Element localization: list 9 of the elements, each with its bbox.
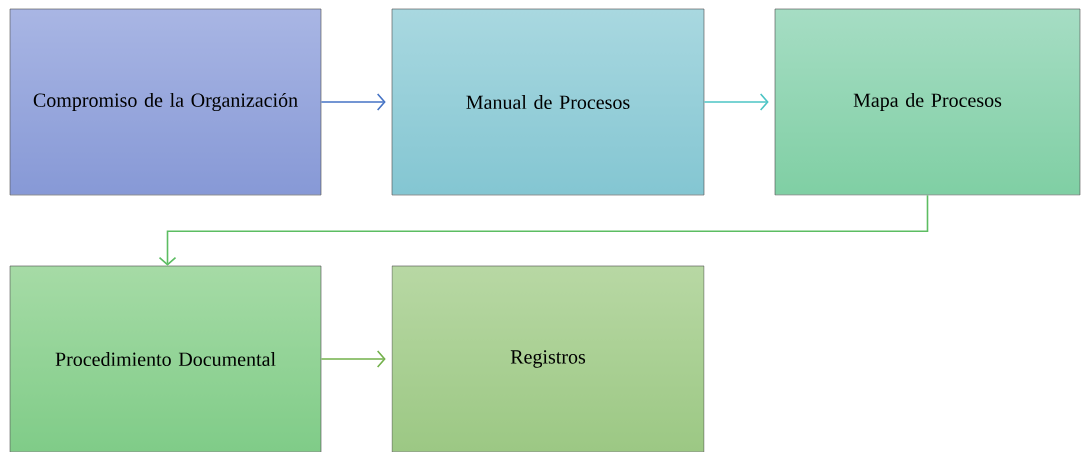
arrow xyxy=(703,93,769,111)
arrow xyxy=(320,350,386,368)
process-box: Manual de Procesos xyxy=(391,8,705,196)
arrow xyxy=(158,194,929,266)
arrow xyxy=(320,93,386,111)
process-box: Compromiso de la Organización xyxy=(9,8,322,196)
process-box: Procedimiento Documental xyxy=(9,265,322,452)
process-box: Mapa de Procesos xyxy=(774,8,1081,196)
process-box: Registros xyxy=(391,265,705,452)
